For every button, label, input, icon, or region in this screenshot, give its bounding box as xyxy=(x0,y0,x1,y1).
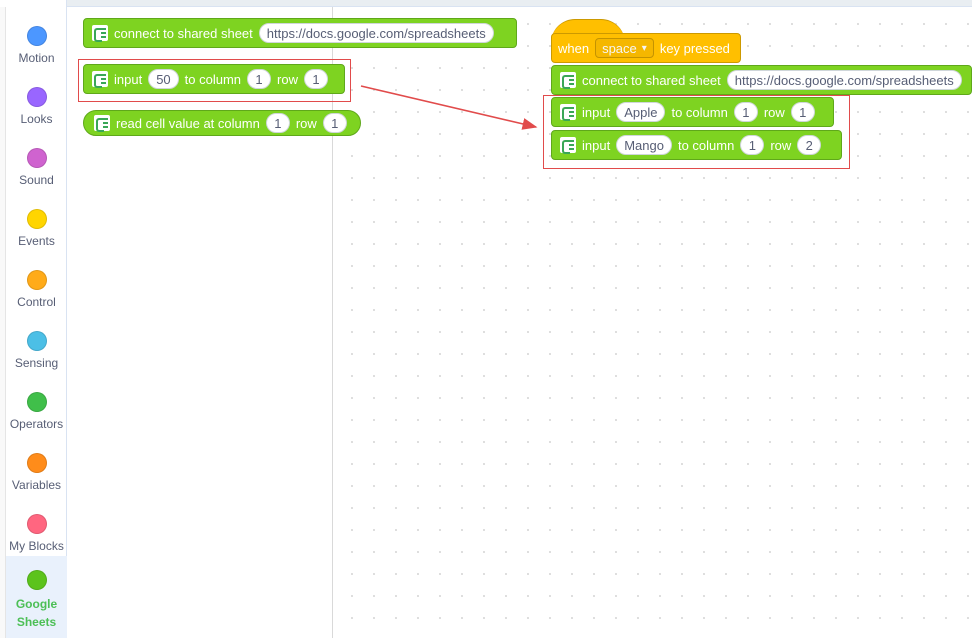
read-cell-value-block[interactable]: read cell value at column 1 row 1 xyxy=(83,110,361,136)
category-label: Sensing xyxy=(14,356,59,370)
input-to-cell-block[interactable]: input Apple to column 1 row 1 xyxy=(551,97,834,127)
block-text: connect to shared sheet xyxy=(114,25,253,41)
value-input[interactable]: 50 xyxy=(148,69,179,89)
row-input[interactable]: 1 xyxy=(790,102,815,122)
category-label: Sound xyxy=(19,173,54,187)
input-to-cell-block[interactable]: input Mango to column 1 row 2 xyxy=(551,130,842,160)
row-input[interactable]: 1 xyxy=(304,69,328,89)
category-label: My Blocks xyxy=(9,539,64,553)
category-label: Operators xyxy=(9,417,64,431)
category-variables[interactable]: Variables xyxy=(6,439,67,500)
looks-color-icon xyxy=(26,87,47,107)
category-label: Looks xyxy=(20,112,53,126)
column-input[interactable]: 1 xyxy=(265,113,290,133)
category-google-sheets[interactable]: Google Sheets xyxy=(6,556,67,638)
connect-shared-sheet-block[interactable]: connect to shared sheet https://docs.goo… xyxy=(551,65,972,95)
chevron-down-icon: ▾ xyxy=(641,42,647,54)
my-blocks-color-icon xyxy=(26,514,47,534)
block-text: row xyxy=(763,104,785,120)
block-text: row xyxy=(770,137,792,153)
top-border xyxy=(0,0,972,7)
operators-color-icon xyxy=(26,392,47,412)
sound-color-icon xyxy=(26,148,47,168)
block-text: row xyxy=(295,115,317,131)
events-color-icon xyxy=(26,209,47,229)
row-input[interactable]: 1 xyxy=(322,113,347,133)
block-text: when xyxy=(558,40,590,56)
block-text: key pressed xyxy=(659,40,730,56)
google-sheets-icon xyxy=(94,115,110,132)
category-sensing[interactable]: Sensing xyxy=(6,317,67,378)
category-label: Motion xyxy=(18,51,55,65)
control-color-icon xyxy=(26,270,47,290)
category-label: Google Sheets xyxy=(15,597,58,629)
when-key-pressed-block[interactable]: when space ▾ key pressed xyxy=(551,33,741,63)
category-label: Variables xyxy=(11,478,62,492)
sheet-url-input[interactable]: https://docs.google.com/spreadsheets xyxy=(258,23,494,43)
variables-color-icon xyxy=(26,453,47,473)
google-sheets-icon xyxy=(560,137,576,154)
block-text: input xyxy=(582,104,611,120)
category-motion[interactable]: Motion xyxy=(6,12,67,73)
google-sheets-icon xyxy=(560,104,576,121)
connect-shared-sheet-block[interactable]: connect to shared sheet https://docs.goo… xyxy=(83,18,517,48)
category-events[interactable]: Events xyxy=(6,195,67,256)
block-text: input xyxy=(582,137,611,153)
category-label: Control xyxy=(17,295,56,309)
key-dropdown[interactable]: space ▾ xyxy=(595,38,654,58)
google-sheets-color-icon xyxy=(26,570,47,590)
category-sound[interactable]: Sound xyxy=(6,134,67,195)
key-value: space xyxy=(602,40,637,56)
category-looks[interactable]: Looks xyxy=(6,73,67,134)
row-input[interactable]: 2 xyxy=(797,135,822,155)
block-palette xyxy=(67,7,333,638)
block-text: read cell value at column xyxy=(116,115,260,131)
value-input[interactable]: Apple xyxy=(616,102,666,122)
google-sheets-icon xyxy=(560,72,576,89)
block-text: row xyxy=(277,71,298,87)
category-operators[interactable]: Operators xyxy=(6,378,67,439)
sidebar-strip xyxy=(0,7,6,638)
motion-color-icon xyxy=(26,26,47,46)
script-workspace[interactable] xyxy=(333,7,972,638)
google-sheets-icon xyxy=(92,25,108,42)
block-text: to column xyxy=(677,137,735,153)
column-input[interactable]: 1 xyxy=(247,69,272,89)
block-text: connect to shared sheet xyxy=(582,72,721,88)
category-control[interactable]: Control xyxy=(6,256,67,317)
block-text: input xyxy=(114,71,143,87)
block-text: to column xyxy=(671,104,728,120)
value-input[interactable]: Mango xyxy=(616,135,672,155)
google-sheets-icon xyxy=(92,71,108,88)
block-text: to column xyxy=(184,71,242,87)
category-label: Events xyxy=(18,234,55,248)
column-input[interactable]: 1 xyxy=(733,102,758,122)
category-sidebar: Motion Looks Sound Events Control Sensin… xyxy=(0,0,67,638)
sensing-color-icon xyxy=(26,331,47,351)
category-my-blocks[interactable]: My Blocks xyxy=(6,500,67,561)
column-input[interactable]: 1 xyxy=(740,135,765,155)
sheet-url-input[interactable]: https://docs.google.com/spreadsheets xyxy=(726,70,962,90)
input-to-cell-block[interactable]: input 50 to column 1 row 1 xyxy=(83,64,345,94)
